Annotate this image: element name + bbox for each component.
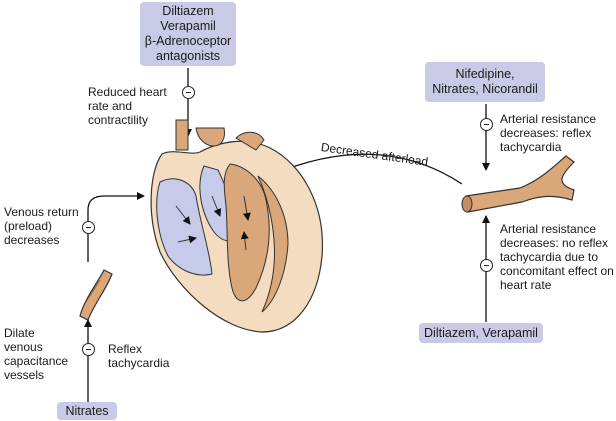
label-reflex-tachycardia: Arterial resistance decreases: reflex ta…: [500, 112, 596, 154]
label-line: Dilate: [4, 326, 35, 340]
drug-box-top-line: Diltiazem: [162, 4, 214, 18]
label-venous-return: Venous return (preload) decreases: [4, 205, 79, 247]
drug-box-top-line: Verapamil: [160, 19, 216, 33]
arrow-artery-to-heart: [273, 153, 463, 185]
label-line: (preload): [4, 219, 53, 233]
label-reflex-left: Reflex tachycardia: [108, 342, 169, 370]
inhibition-icon: [182, 86, 195, 99]
label-line: contractility: [88, 113, 149, 127]
label-line: concomitant effect on: [500, 264, 614, 278]
label-line: decreases: reflex: [500, 126, 592, 140]
arrow-vein-to-heart: [87, 192, 145, 262]
label-line: Arterial resistance: [500, 222, 597, 236]
label-line: Arterial resistance: [500, 112, 597, 126]
label-line: Reduced heart: [88, 85, 167, 99]
label-no-reflex: Arterial resistance decreases: no reflex…: [500, 222, 614, 292]
drug-box-bottom-left: Nitrates: [57, 402, 117, 420]
drug-box-right-line: Nifedipine,: [455, 67, 515, 81]
drug-box-bottom-left-text: Nitrates: [65, 403, 109, 418]
artery-illustration: [461, 155, 575, 213]
drug-box-right: Nifedipine, Nitrates, Nicorandil: [425, 62, 545, 102]
label-line: Reflex: [108, 342, 143, 356]
drug-box-bottom-right-text: Diltiazem, Verapamil: [424, 325, 538, 340]
inhibition-icon: [82, 343, 95, 356]
label-line: tachycardia due to: [500, 250, 599, 264]
label-line: tachycardia: [500, 140, 562, 154]
label-line: heart rate: [500, 278, 552, 292]
inhibition-icon: [82, 221, 95, 234]
label-line: decreases: [4, 233, 60, 247]
drug-box-top-line: antagonists: [156, 49, 220, 63]
vein-illustration: [79, 269, 113, 321]
label-line: rate and: [88, 99, 133, 113]
label-dilate-veins: Dilate venous capacitance vessels: [4, 326, 68, 382]
heart-illustration: [150, 119, 324, 333]
inhibition-icon: [480, 259, 493, 272]
label-line: tachycardia: [108, 356, 170, 370]
label-line: decreases: no reflex: [500, 236, 609, 250]
label-line: capacitance: [4, 354, 69, 368]
drug-box-bottom-right: Diltiazem, Verapamil: [419, 323, 543, 343]
label-line: Venous return: [4, 205, 79, 219]
label-line: vessels: [4, 368, 45, 382]
drug-box-top-line: β-Adrenoceptor: [144, 34, 232, 48]
inhibition-icon: [480, 118, 493, 131]
drug-box-top: Diltiazem Verapamil β-Adrenoceptor antag…: [140, 2, 236, 66]
label-heart-effect: Reduced heart rate and contractility: [88, 85, 167, 127]
label-line: venous: [4, 340, 43, 354]
drug-box-right-line: Nitrates, Nicorandil: [432, 82, 538, 96]
